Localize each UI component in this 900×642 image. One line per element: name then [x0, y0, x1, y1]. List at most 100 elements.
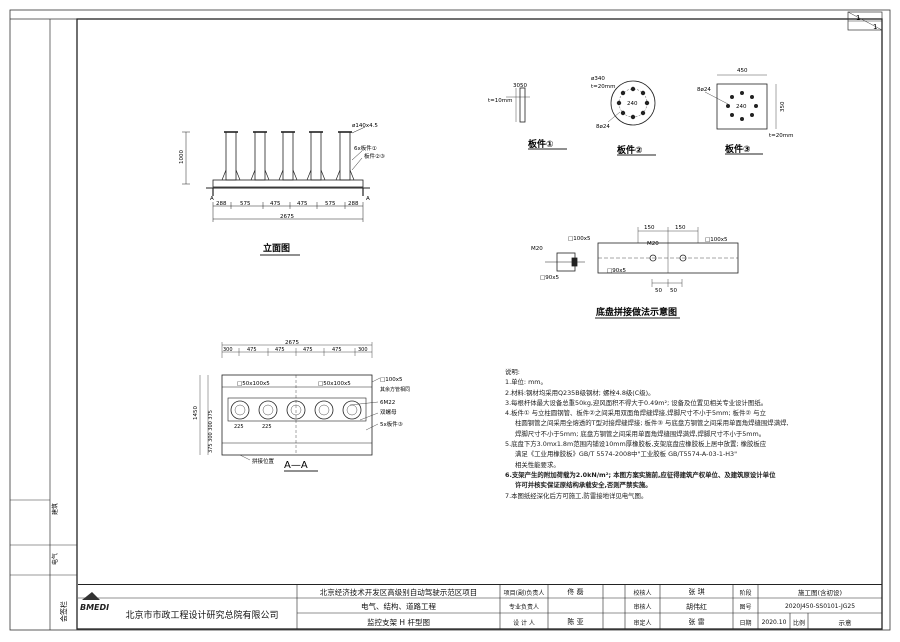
splice-dim-50b: 50: [670, 288, 677, 294]
splice-dim-50a: 50: [655, 288, 662, 294]
note-6a: 6.支架产生的附加荷载为2.0kN/m²; 本图方案实施前,应征得建筑产权单位、…: [505, 470, 776, 479]
note-3: 3.每根杆体最大设备总重50kg,迎风面积不得大于0.49m²; 设备及位置见相…: [505, 398, 768, 407]
part2-holes: 8ø24: [596, 124, 610, 130]
splice-view: [545, 227, 739, 319]
splice-m20a: M20: [531, 246, 543, 252]
sheet-index-bottom: 1: [873, 23, 877, 31]
part2-thick: t=20mm: [591, 84, 615, 90]
elev-dim-6: 288: [348, 201, 359, 207]
splice-m20b: M20: [647, 241, 659, 247]
sec-dim-2: 475: [247, 347, 257, 353]
part3-width: 450: [737, 68, 748, 74]
elev-dim-2: 575: [240, 201, 251, 207]
elevation-post: [282, 131, 294, 181]
outer-border: [9, 9, 891, 631]
section-total-dim: 2675: [285, 340, 299, 346]
role-checker: 校核人: [633, 589, 652, 597]
sec-small-1: 225: [234, 424, 244, 430]
sec-sq100: □100x5: [380, 377, 403, 383]
elev-dim-1: 288: [216, 201, 227, 207]
strip-label-c: 会签栏: [59, 601, 68, 622]
splice-title: 底盘拼接做法示意图: [596, 306, 677, 318]
note-2: 2.材料:钢材均采用Q235B级钢材; 螺栓4.8级(C级)。: [505, 388, 655, 397]
part1-dim: 3050: [513, 83, 527, 89]
elevation-post: [310, 131, 322, 181]
elev-total-dim: 2675: [280, 214, 294, 220]
role-reviewer: 审核人: [633, 604, 652, 611]
sec-sq-note: 其余方管相同: [380, 386, 410, 393]
name-approver: 张 雷: [688, 618, 705, 626]
sec-dim-5: 475: [332, 347, 342, 353]
inner-border: [76, 18, 883, 630]
company-name: 北京市市政工程设计研究总院有限公司: [125, 611, 279, 621]
part3-view: [704, 74, 777, 155]
part3-pcd: 240: [736, 104, 747, 110]
splice-sq3: □90x5: [540, 275, 559, 281]
sec-bolt: 双螺母: [380, 408, 397, 416]
section-mark-left: A: [210, 196, 214, 202]
role-designer: 设 计 人: [513, 619, 535, 627]
part3-holes: 8ø24: [697, 87, 711, 93]
part2-view: [607, 80, 656, 156]
company-logo: BMEDI: [80, 592, 109, 612]
project-name: 北京经济技术开发区高级别自动驾驶示范区项目: [319, 587, 478, 597]
part3-title: 板件③: [725, 143, 751, 155]
elev-dim-4: 475: [297, 201, 308, 207]
part3-height: 350: [780, 101, 786, 112]
part2-title: 板件②: [617, 144, 643, 156]
sec-left-dims: 375 300 300 375: [208, 410, 214, 453]
sec-sq50a: □50x100x5: [237, 381, 270, 387]
sec-dim-3: 475: [275, 347, 285, 353]
strip-label-b: 电气: [51, 553, 59, 565]
sec-dim-1: 300: [223, 347, 233, 353]
strip-label-a: 建筑: [51, 503, 59, 515]
drawing-no-value: 2020J450-SS0101-JG25: [784, 603, 856, 610]
note-6b: 许可并核实保证原结构承载安全,否则严禁实施。: [515, 481, 652, 490]
splice-sq1: □100x5: [568, 236, 591, 242]
sec-dim-4: 475: [303, 347, 313, 353]
elev-dim-5: 575: [325, 201, 336, 207]
splice-sq2: □100x5: [705, 237, 728, 243]
role-project-lead: 项目(副)负责人: [503, 589, 545, 597]
splice-dim-150b: 150: [675, 225, 686, 231]
elev-dim-3: 475: [270, 201, 281, 207]
scale-value: 示意: [838, 619, 852, 627]
part1-thick: t=10mm: [488, 98, 512, 104]
part2-dia: ø340: [591, 76, 605, 82]
note-5a: 5.底盘下方3.0mx1.8m范围内铺设10mm厚橡胶板,支架底盘应橡胶板上居中…: [505, 440, 767, 449]
elevation-post: [254, 131, 266, 181]
name-discipline-lead: [548, 599, 603, 614]
note-5b: 满足《工业用橡胶板》GB/T 5574-2008中"工业胶板 GB/T5574-…: [515, 450, 738, 459]
part1-title: 板件①: [528, 138, 554, 150]
notes-block: 说明: 1.单位: mm。 2.材料:钢材均采用Q235B级钢材; 螺栓4.8级…: [505, 367, 795, 501]
sec-dim-6: 300: [358, 347, 368, 353]
project-scope: 电气、结构、道路工程: [361, 602, 436, 611]
title-block: 北京市市政工程设计研究总院有限公司 北京经济技术开发区高级别自动驾驶示范区项目 …: [78, 584, 882, 630]
role-approver: 审定人: [633, 619, 652, 627]
name-designer: 陈 亚: [567, 618, 584, 626]
part3-thick: t=20mm: [769, 133, 793, 139]
part2-pcd: 240: [627, 101, 638, 107]
section-title: A—A: [284, 460, 308, 471]
date-label: 日期: [739, 619, 752, 627]
section-mark-right: A: [366, 196, 370, 202]
drawing-no-label: 图号: [739, 604, 752, 611]
plate23-label: 板件②③: [364, 152, 385, 160]
pipe-label: ø140x4.5: [352, 123, 378, 129]
note-4b: 柱圆钢管之间采用全熔透的T型对接焊缝焊接; 板件③ 与底盘方钢管之间采用单面角焊…: [515, 419, 789, 428]
part1-view: [506, 87, 567, 150]
elevation-view: [182, 126, 370, 256]
note-7: 7.本图纸经深化后方可施工,防雷接地详见电气图。: [505, 491, 648, 500]
stage-label: 阶段: [739, 589, 752, 597]
sec-sq50b: □50x100x5: [318, 381, 351, 387]
sheet-index-top: 1: [856, 14, 860, 22]
note-5c: 相关性能要求。: [515, 460, 560, 469]
note-4c: 焊脚尺寸不小于5mm; 底盘方钢管之间采用单面角焊缝围焊满焊,焊脚尺寸不小于5m…: [515, 429, 766, 438]
splice-sq4: □90x5: [607, 268, 626, 274]
plate1-label: 6x板件①: [354, 144, 377, 152]
titleblock-grid: [78, 584, 882, 629]
splice-dim-150a: 150: [644, 225, 655, 231]
name-reviewer: 胡伟红: [686, 602, 707, 611]
